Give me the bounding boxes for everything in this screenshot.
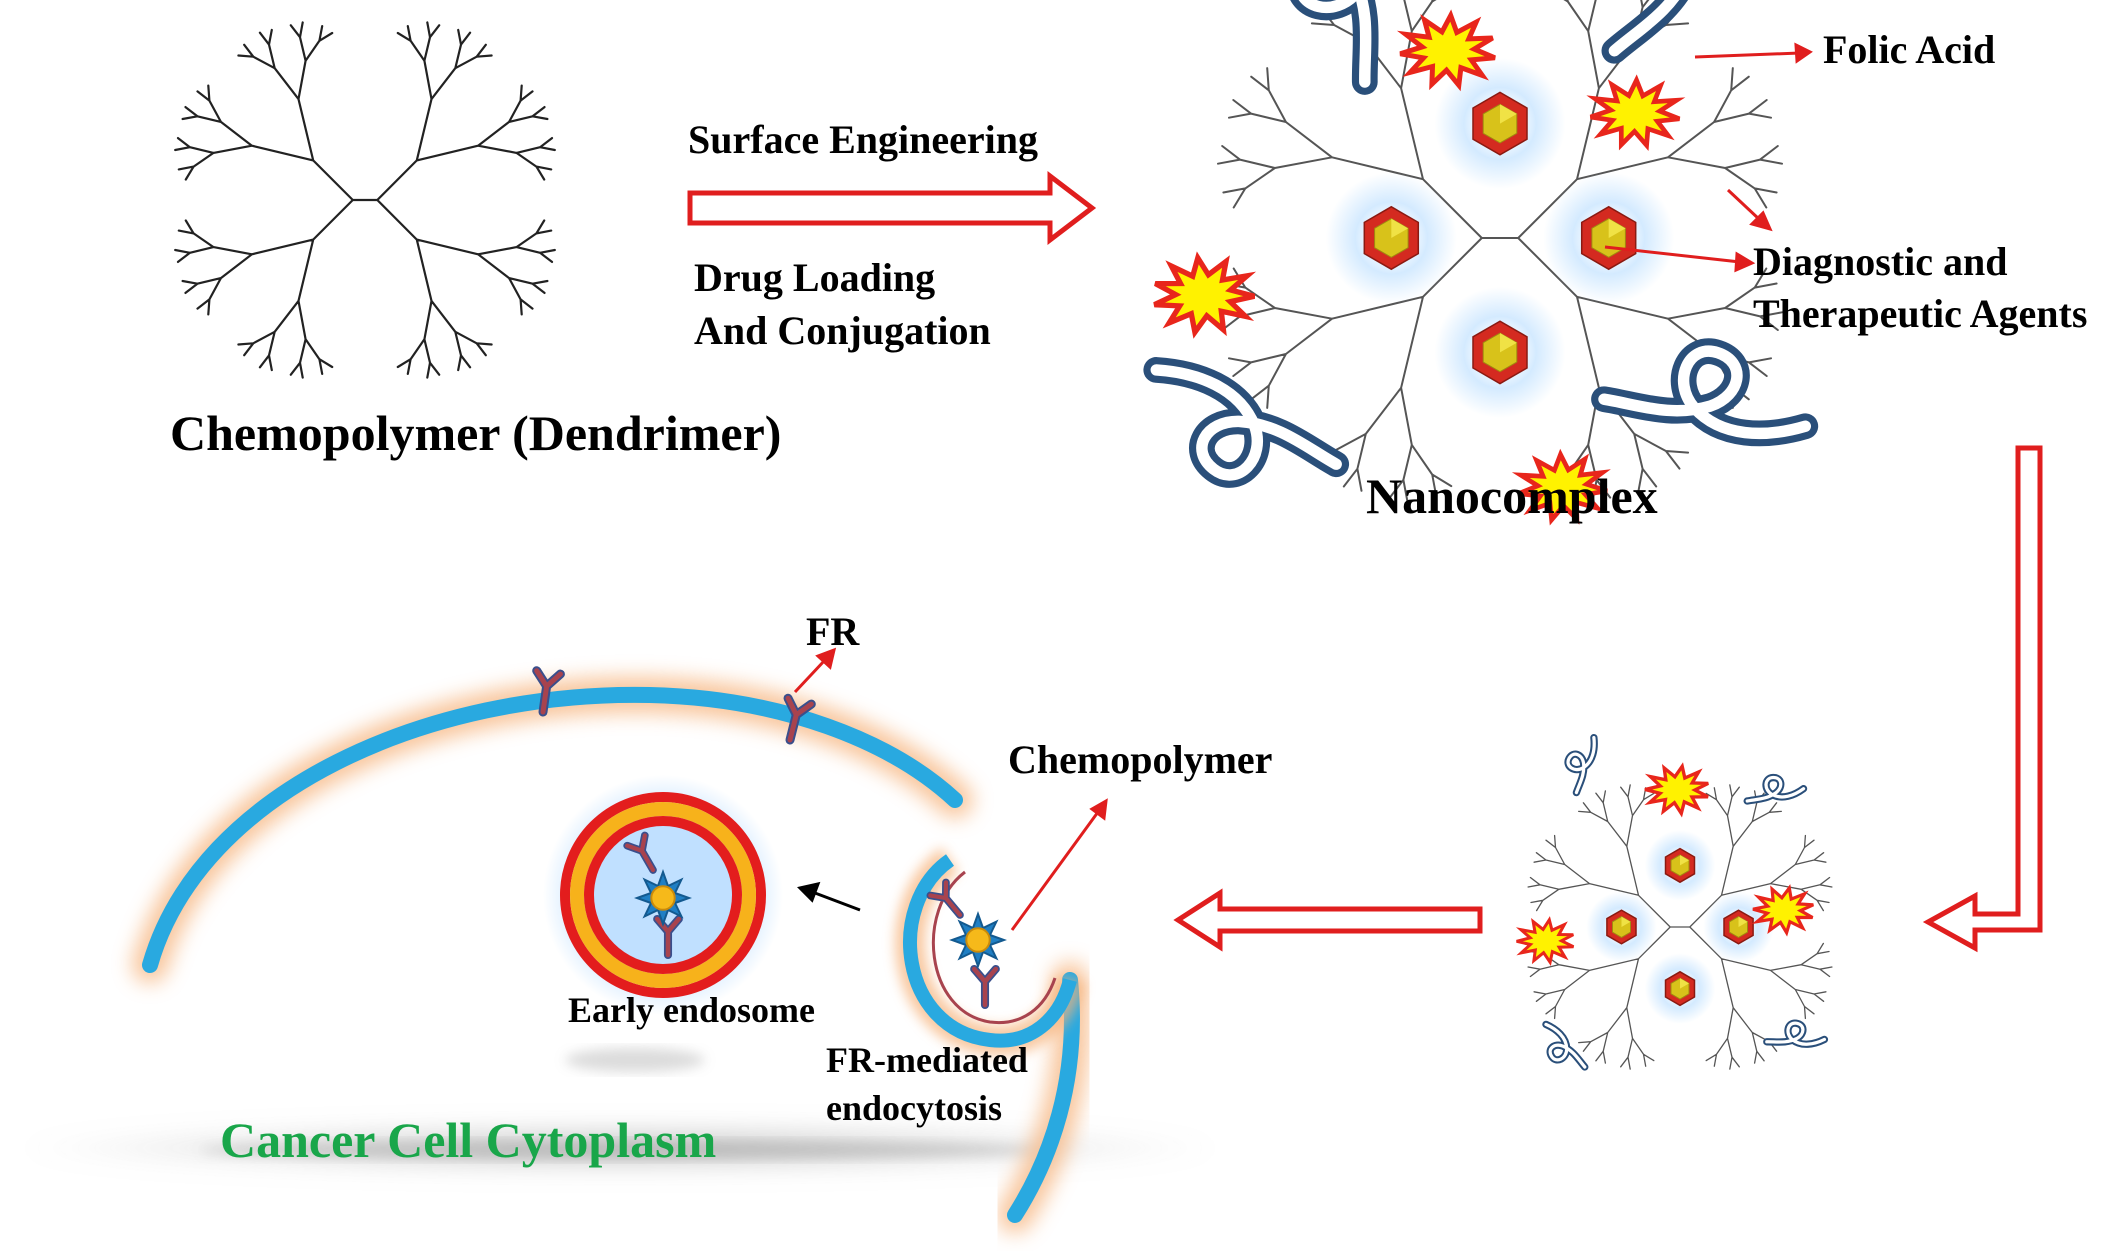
drug-loading-label-line1: Drug Loading — [694, 255, 936, 300]
dendrimer-icon — [174, 21, 556, 379]
receptor-icon — [532, 666, 816, 745]
cell-membrane — [142, 686, 963, 973]
folic-acid-icon — [1743, 773, 1808, 805]
label-pointer-arrows — [793, 647, 1108, 931]
flow-arrow-icon — [1173, 888, 1483, 952]
receptor-icon — [970, 964, 1000, 1010]
burst-icon — [1751, 884, 1814, 937]
drug-loading-label-line2: And Conjugation — [694, 308, 991, 353]
receptor-icon — [623, 831, 657, 874]
folic-acid-icon — [1591, 338, 1819, 447]
label-pointer-arrows — [1604, 42, 1813, 273]
surface-engineering-label: Surface Engineering — [688, 117, 1038, 162]
cancer-cell — [20, 647, 1220, 1233]
agents-label-line1: Diagnostic and — [1753, 239, 2008, 284]
folic-acid-icon — [1564, 733, 1598, 797]
fr-label: FR — [806, 609, 860, 654]
early-endosome-label: Early endosome — [568, 990, 815, 1030]
folic-acid-label: Folic Acid — [1823, 27, 1996, 72]
burst-icon — [1586, 74, 1686, 152]
burst-icon — [1515, 916, 1575, 966]
folic-acid-icon — [1763, 1019, 1829, 1048]
internalized-complex — [623, 831, 692, 960]
receptor-icon — [532, 666, 565, 717]
nanocomplex-label: Nanocomplex — [1366, 468, 1658, 524]
folic-acid-icon — [1542, 1020, 1589, 1071]
receptor-icon — [783, 693, 816, 745]
bound-complex — [926, 878, 1007, 1010]
nanocomplex-icon — [1515, 733, 1833, 1071]
dendrimer-label: Chemopolymer (Dendrimer) — [170, 405, 782, 461]
fr-mediated-label-line2: endocytosis — [826, 1088, 1003, 1128]
chemopolymer-label: Chemopolymer — [1008, 737, 1273, 782]
endocytic-pit — [903, 854, 1077, 1048]
folic-acid-icon — [1143, 357, 1350, 488]
folic-acid-icon — [1601, 0, 1778, 64]
internalization-arrow — [797, 881, 861, 912]
flow-arrow-icon — [1922, 445, 2043, 953]
burst-icon — [1644, 762, 1709, 818]
agents-label-line2: Therapeutic Agents — [1753, 291, 2088, 336]
folic-acid-icon — [1286, 0, 1387, 95]
burst-icon — [1396, 9, 1496, 92]
nanocomplex-icon — [1143, 0, 1819, 526]
cytoplasm-label: Cancer Cell Cytoplasm — [220, 1112, 717, 1168]
flow-arrow-icon — [687, 170, 1097, 246]
receptor-icon — [926, 878, 964, 919]
endosome-icon — [560, 792, 766, 998]
receptor-icon — [653, 914, 683, 960]
burst-icon — [1511, 448, 1611, 526]
fr-mediated-label-line1: FR-mediated — [826, 1040, 1028, 1080]
burst-icon — [1153, 251, 1257, 339]
